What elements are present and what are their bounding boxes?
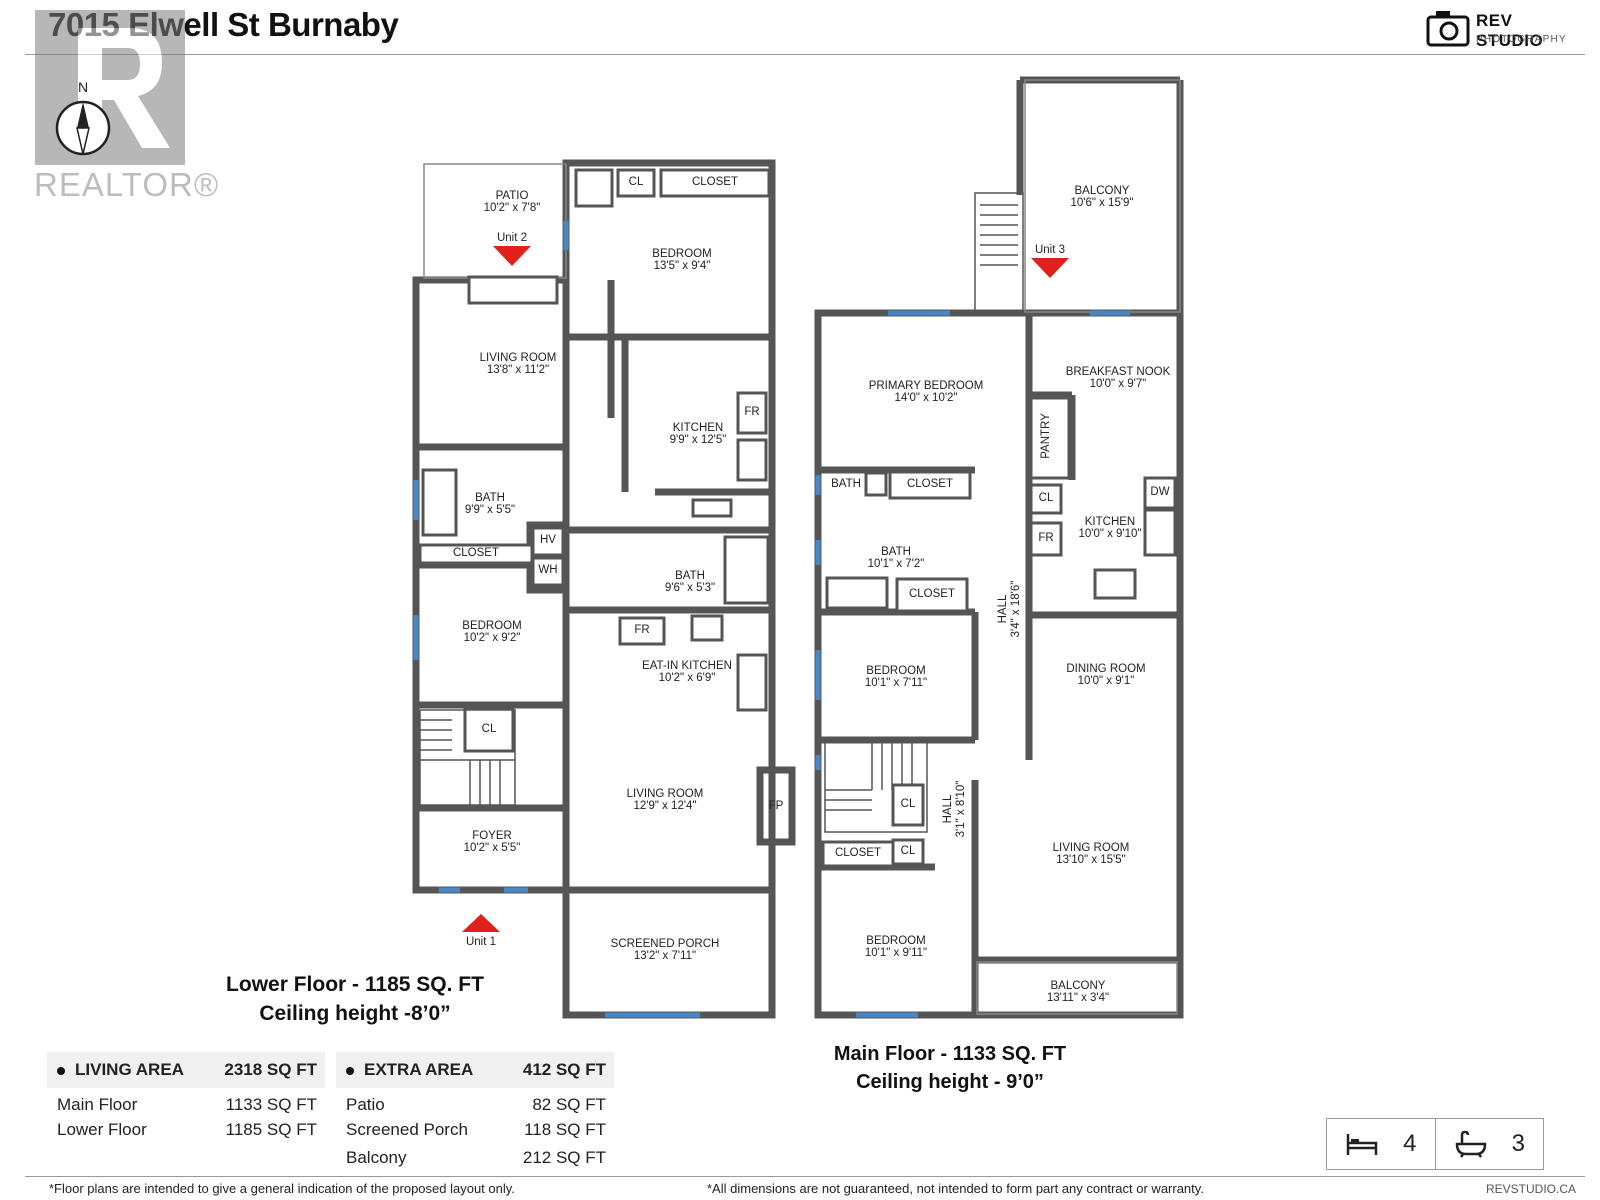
main-floor-area: Main Floor - 1133 SQ. FT <box>833 1043 1067 1065</box>
closet-label: CL <box>900 845 916 857</box>
fridge-label: FR <box>1038 532 1054 544</box>
brand-name: REV STUDIO <box>1476 11 1544 50</box>
closet-label: CLOSET <box>691 176 738 188</box>
table-row: Patio 82 SQ FT <box>346 1094 606 1114</box>
water-heater-label: WH <box>538 564 558 576</box>
main-floor-ceiling: Ceiling height - 9’0” <box>856 1071 1044 1093</box>
lower-floor-area: Lower Floor - 1185 SQ. FT <box>226 973 484 996</box>
bed-bath-summary: 4 3 <box>1326 1118 1544 1170</box>
fireplace-label: FP <box>768 800 784 812</box>
fridge-label: FR <box>634 624 650 636</box>
footer-disclaimer-center: *All dimensions are not guaranteed, not … <box>707 1181 1204 1196</box>
unit-1-label: Unit 1 <box>465 936 497 948</box>
camera-icon <box>1426 11 1470 47</box>
table-row: Main Floor 1133 SQ FT <box>57 1094 317 1114</box>
beds-stat: 4 <box>1327 1119 1436 1169</box>
unit-3-marker <box>1031 258 1069 278</box>
closet-label: CL <box>900 798 916 810</box>
bullet-icon <box>57 1066 65 1075</box>
realtor-wordmark: REALTOR® <box>34 166 220 203</box>
closet-label: CL <box>1038 492 1054 504</box>
closet-label: CL <box>481 723 497 735</box>
unit-2-marker <box>493 246 531 266</box>
table-row: Lower Floor 1185 SQ FT <box>57 1120 317 1139</box>
footer-website: REVSTUDIO.CA <box>1486 1182 1577 1196</box>
hv-label: HV <box>540 534 556 546</box>
unit-1-marker <box>462 914 500 932</box>
lower-floor-ceiling: Ceiling height -8’0” <box>259 1002 451 1025</box>
pantry-label: PANTRY <box>1040 413 1052 459</box>
living-area-table: LIVING AREA 2318 SQ FT Main Floor 1133 S… <box>47 1052 325 1144</box>
footer-disclaimer-left: *Floor plans are intended to give a gene… <box>49 1181 515 1196</box>
realtor-logo-icon <box>35 10 185 165</box>
baths-stat: 3 <box>1436 1119 1544 1169</box>
table-row: Balcony 212 SQ FT <box>346 1148 606 1167</box>
bathtub-icon <box>1455 1130 1486 1158</box>
bullet-icon <box>346 1066 354 1075</box>
table-row: Screened Porch 118 SQ FT <box>346 1120 606 1139</box>
floor-plans <box>412 76 1184 1019</box>
bath-label: BATH <box>831 478 861 490</box>
footer-divider <box>25 1176 1585 1177</box>
living-area-header: LIVING AREA 2318 SQ FT <box>47 1052 325 1088</box>
closet-label: CL <box>628 176 644 188</box>
closet-label: CLOSET <box>834 847 881 859</box>
bed-icon <box>1346 1134 1378 1155</box>
rev-studio-logo: REV STUDIO PHOTOGRAPHY <box>1426 8 1576 50</box>
lower-floor-caption: Lower Floor - 1185 SQ. FT Ceiling height… <box>210 970 500 1028</box>
unit-2-label: Unit 2 <box>496 232 528 244</box>
extra-area-table: EXTRA AREA 412 SQ FT Patio 82 SQ FT Scre… <box>336 1052 614 1172</box>
realtor-watermark: REALTOR® <box>30 8 218 208</box>
unit-3-label: Unit 3 <box>1034 244 1066 256</box>
dishwasher-label: DW <box>1150 486 1170 498</box>
brand-subtitle: PHOTOGRAPHY <box>1476 34 1567 45</box>
closet-label: CLOSET <box>452 547 499 559</box>
baths-count: 3 <box>1511 1130 1525 1157</box>
fridge-label: FR <box>744 406 760 418</box>
closet-label: CLOSET <box>908 588 955 600</box>
extra-area-header: EXTRA AREA 412 SQ FT <box>336 1052 614 1088</box>
header-divider <box>25 54 1585 55</box>
compass-icon: N <box>55 79 111 156</box>
closet-label: CLOSET <box>906 478 953 490</box>
beds-count: 4 <box>1403 1130 1417 1157</box>
main-floor-caption: Main Floor - 1133 SQ. FT Ceiling height … <box>810 1040 1090 1096</box>
compass-north-label: N <box>78 79 88 95</box>
